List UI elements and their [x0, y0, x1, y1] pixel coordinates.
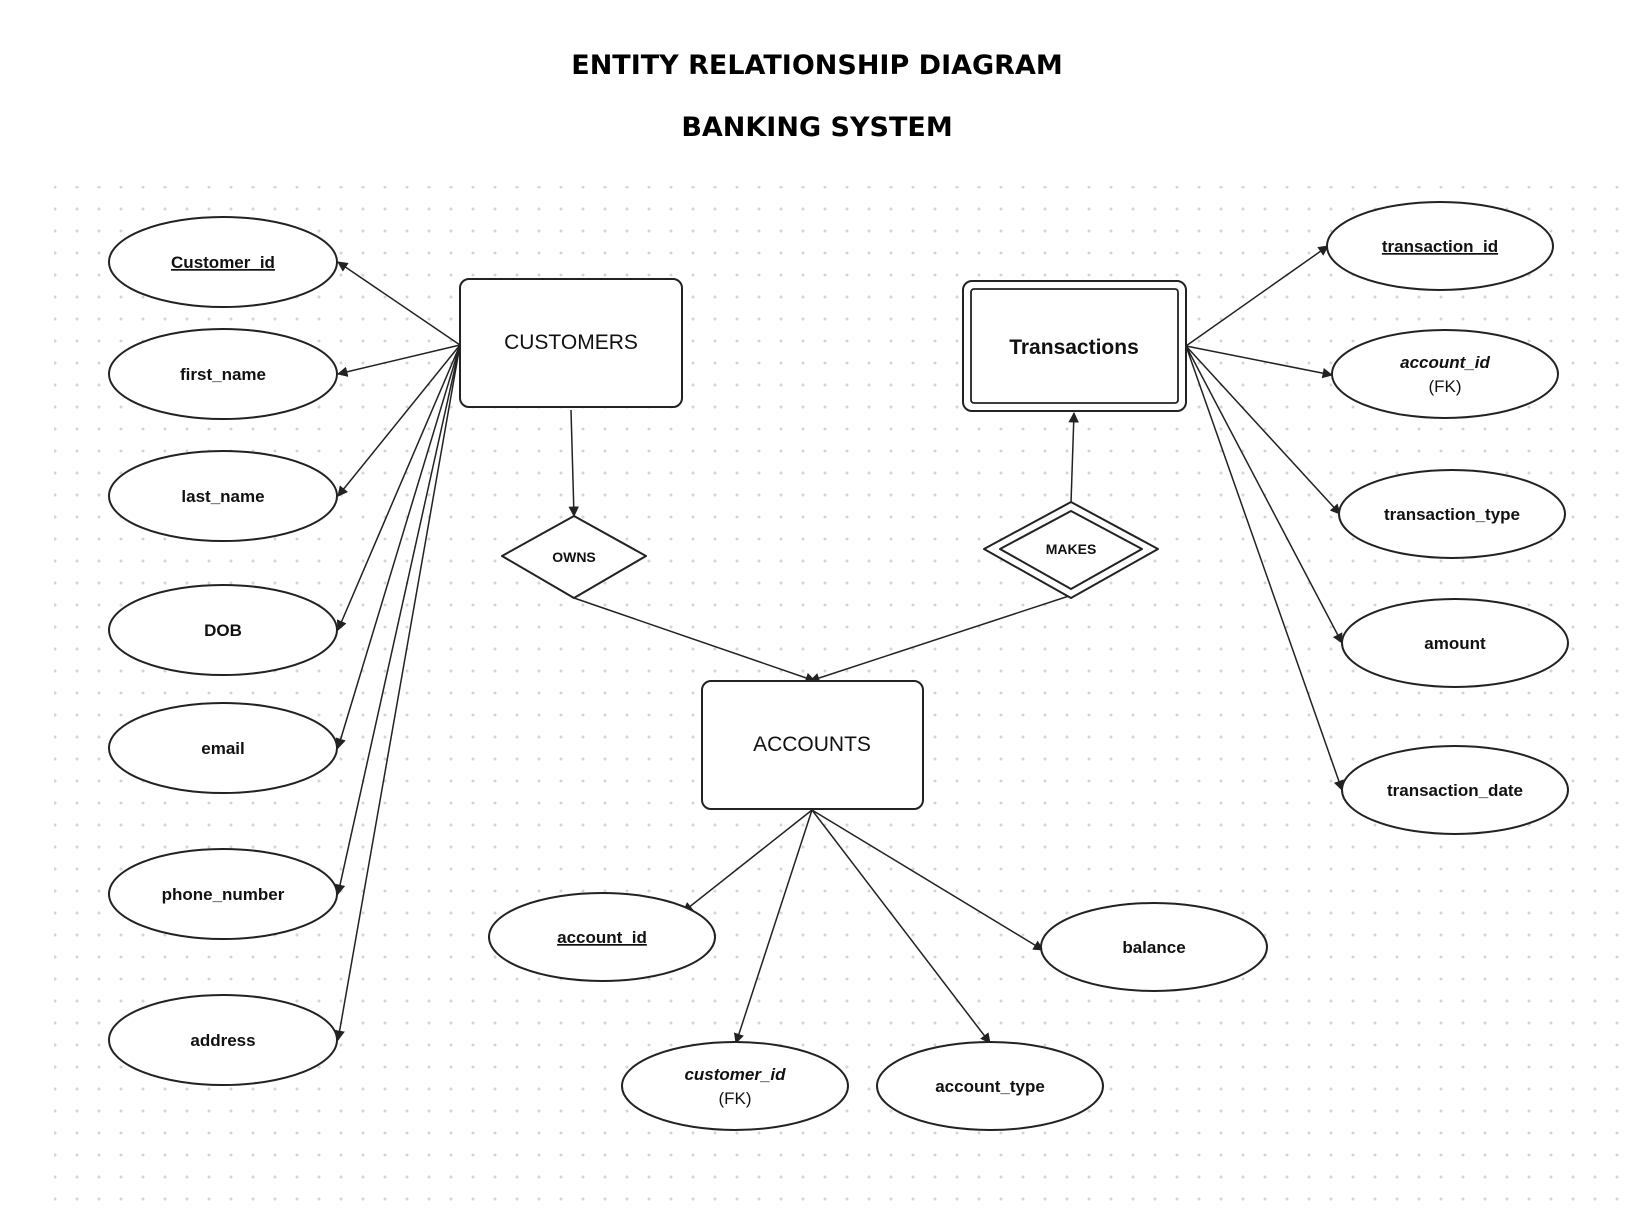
relationship-makes[interactable]: MAKES: [983, 501, 1159, 599]
attribute-email-label: email: [201, 739, 244, 758]
attribute-transaction-account-id-label: account_id: [1400, 353, 1490, 372]
entity-accounts[interactable]: ACCOUNTS: [701, 680, 924, 810]
attribute-amount-label: amount: [1424, 634, 1486, 653]
edge-customers-first-name: [336, 344, 461, 377]
attribute-transaction-date-label: transaction_date: [1387, 781, 1523, 800]
edge-accounts-balance: [811, 809, 1044, 951]
diagram-subtitle: BANKING SYSTEM: [681, 112, 953, 143]
attribute-customer-id-label: Customer_id: [171, 253, 275, 272]
attribute-customer-id[interactable]: Customer_id: [108, 216, 338, 308]
attribute-phone-number[interactable]: phone_number: [108, 848, 338, 940]
edge-accounts-customer-id: [733, 809, 813, 1044]
attribute-transaction-id-label: transaction_id: [1382, 237, 1498, 256]
attribute-transaction-type-label: transaction_type: [1384, 505, 1520, 524]
attribute-account-customer-id-fk-note: (FK): [718, 1089, 751, 1108]
relationship-owns[interactable]: OWNS: [501, 515, 647, 599]
edge-customers-email: [335, 344, 461, 750]
edge-transactions-transaction-type: [1185, 345, 1341, 515]
edge-customers-phone-number: [334, 344, 461, 896]
attribute-phone-number-label: phone_number: [162, 885, 285, 904]
attribute-transaction-account-id-fk-note: (FK): [1428, 377, 1461, 396]
attribute-balance[interactable]: balance: [1040, 902, 1268, 992]
relationship-makes-label: MAKES: [1046, 541, 1097, 557]
attribute-transaction-id[interactable]: transaction_id: [1326, 201, 1554, 291]
edge-accounts-account-id: [682, 809, 813, 913]
attribute-account-type[interactable]: account_type: [876, 1041, 1104, 1131]
attribute-last-name-label: last_name: [181, 487, 264, 506]
edge-transactions-amount: [1185, 345, 1343, 644]
attribute-balance-label: balance: [1122, 938, 1185, 957]
attribute-transaction-account-id[interactable]: account_id (FK): [1331, 329, 1559, 419]
edge-customers-dob: [336, 344, 461, 631]
attribute-account-customer-id[interactable]: customer_id (FK): [621, 1041, 849, 1131]
entity-customers-label: CUSTOMERS: [504, 331, 638, 354]
edge-customers-owns: [568, 409, 579, 518]
edges: [334, 245, 1344, 1044]
attribute-last-name[interactable]: last_name: [108, 450, 338, 542]
edge-customers-last-name: [337, 344, 461, 497]
entity-accounts-label: ACCOUNTS: [753, 733, 871, 756]
edge-accounts-account-type: [811, 809, 991, 1044]
attribute-address-label: address: [190, 1031, 255, 1050]
edge-makes-accounts: [809, 594, 1073, 684]
attribute-account-customer-id-label: customer_id: [684, 1065, 786, 1084]
edge-customers-address: [334, 344, 461, 1042]
attribute-account-id-label: account_id: [557, 928, 647, 947]
attribute-dob[interactable]: DOB: [108, 584, 338, 676]
edge-owns-accounts: [573, 597, 816, 683]
attribute-transaction-date[interactable]: transaction_date: [1341, 745, 1569, 835]
attribute-transaction-type[interactable]: transaction_type: [1338, 469, 1566, 559]
entity-transactions[interactable]: Transactions: [962, 280, 1187, 412]
attribute-email[interactable]: email: [108, 702, 338, 794]
edge-transactions-account-id: [1185, 345, 1334, 379]
attribute-first-name-label: first_name: [180, 365, 266, 384]
attribute-account-type-label: account_type: [935, 1077, 1045, 1096]
edge-transactions-transaction-id: [1185, 245, 1329, 347]
attribute-account-id[interactable]: account_id: [488, 892, 716, 982]
edge-customers-customer-id: [337, 261, 461, 346]
diagram-title: ENTITY RELATIONSHIP DIAGRAM: [571, 50, 1063, 81]
entity-transactions-label: Transactions: [1009, 336, 1139, 359]
edge-transactions-transaction-date: [1185, 345, 1344, 791]
relationship-owns-label: OWNS: [552, 549, 596, 565]
attribute-amount[interactable]: amount: [1341, 598, 1569, 688]
attribute-first-name[interactable]: first_name: [108, 328, 338, 420]
edge-makes-transactions: [1068, 411, 1079, 504]
entity-customers[interactable]: CUSTOMERS: [459, 278, 683, 408]
attribute-address[interactable]: address: [108, 994, 338, 1086]
attribute-dob-label: DOB: [204, 621, 242, 640]
